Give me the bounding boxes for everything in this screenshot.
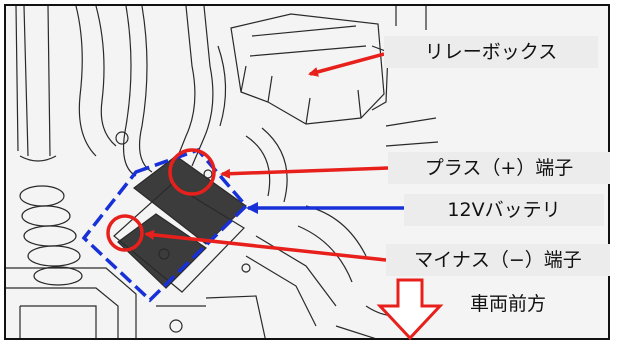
plus-terminal-circle <box>168 148 216 196</box>
relay-box-arrow <box>308 52 385 77</box>
plus-terminal-arrow <box>220 166 389 179</box>
battery-dashed-outline <box>81 147 249 303</box>
minus-terminal-circle <box>106 214 144 252</box>
minus-terminal-arrow <box>144 229 387 262</box>
battery-label: 12Vバッテリ <box>404 194 604 226</box>
plus-terminal-label: プラス（+）端子 <box>388 152 610 184</box>
front-direction-arrow-icon <box>376 278 444 341</box>
minus-terminal-label: マイナス（−）端子 <box>386 244 610 276</box>
vehicle-front-label: 車両前方 <box>470 293 547 315</box>
relay-box-label: リレーボックス <box>384 36 598 68</box>
